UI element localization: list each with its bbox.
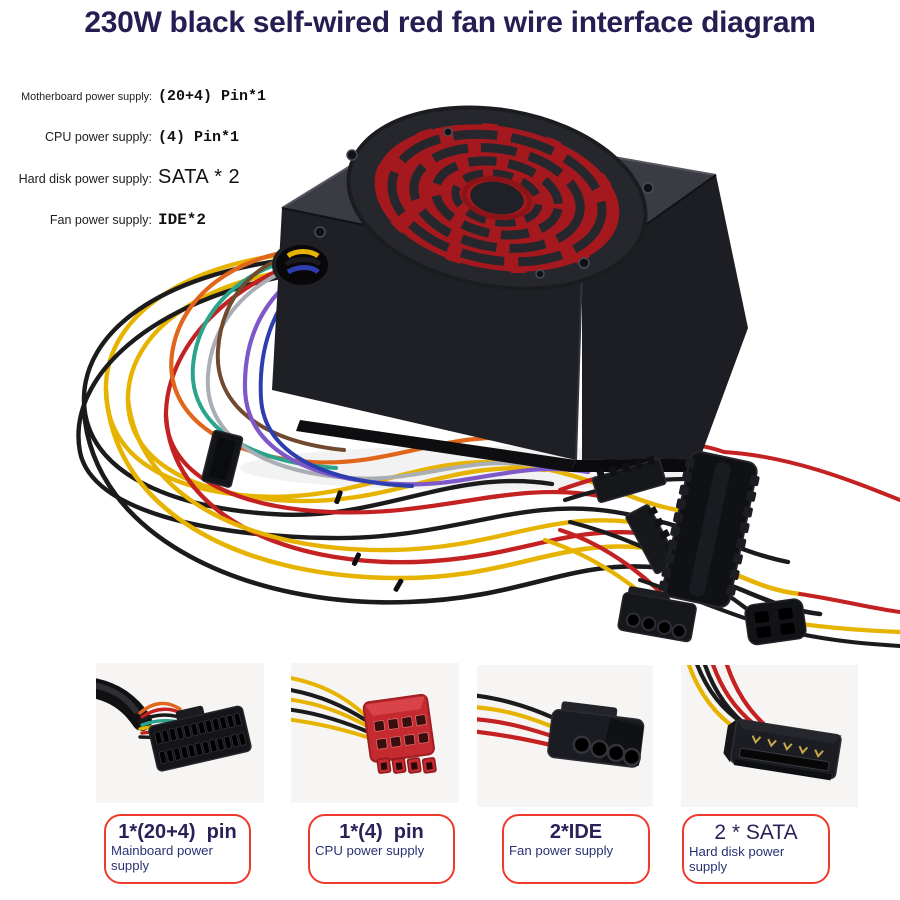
page-title: 230W black self-wired red fan wire inter… xyxy=(84,6,816,39)
sata-connector-edge xyxy=(201,429,244,488)
connector-label-cpu: 1*(4) pin CPU power supply xyxy=(308,814,455,884)
spec-row-fan: Fan power supply: IDE*2 xyxy=(0,211,266,229)
atx-24pin-connector-photo xyxy=(96,663,264,803)
connector-label-mainboard: 1*(20+4) pin Mainboard power supply xyxy=(104,814,251,884)
connector-heading: 1*(4) pin xyxy=(339,821,424,843)
spec-value: (20+4) Pin*1 xyxy=(158,88,267,105)
spec-value: SATA * 2 xyxy=(158,166,241,188)
psu-screws xyxy=(314,127,654,279)
psu-photo xyxy=(0,60,900,670)
spec-label: Fan power supply: xyxy=(49,213,152,227)
sata-connector-1 xyxy=(591,455,667,504)
atx-24pin-connector-main xyxy=(658,450,760,609)
spec-value: (4) Pin*1 xyxy=(158,129,240,146)
spec-row-hard-disk: Hard disk power supply: SATA * 2 xyxy=(0,166,266,189)
spec-row-motherboard: Motherboard power supply: (20+4) Pin*1 xyxy=(0,88,266,105)
ide-molex-connector-photo xyxy=(477,665,653,807)
connector-heading: 2 * SATA xyxy=(714,821,798,844)
spec-row-cpu: CPU power supply: (4) Pin*1 xyxy=(0,129,266,146)
spec-label: Hard disk power supply: xyxy=(18,172,152,186)
zip-ties xyxy=(334,490,404,592)
connector-caption: Hard disk power supply xyxy=(689,844,785,874)
small-4pin-connector-main xyxy=(744,598,807,646)
wire-grommet xyxy=(272,241,332,289)
sata-power-connector-photo xyxy=(681,665,858,807)
cpu-4pin-red-connector-photo xyxy=(291,663,459,803)
connector-caption: Mainboard power supply xyxy=(111,843,213,873)
connector-heading: 1*(20+4) pin xyxy=(118,821,237,843)
connector-caption: Fan power supply xyxy=(509,843,614,858)
spec-label: Motherboard power supply: xyxy=(21,91,152,103)
spec-list: Motherboard power supply: (20+4) Pin*1 C… xyxy=(0,88,266,251)
connector-caption: CPU power supply xyxy=(315,843,425,858)
molex-connector-main xyxy=(617,586,697,643)
psu-fan xyxy=(346,105,648,291)
connector-heading: 2*IDE xyxy=(549,821,603,843)
spec-value: IDE*2 xyxy=(158,211,207,229)
spec-label: CPU power supply: xyxy=(45,130,152,144)
wire-bundle xyxy=(76,247,900,648)
connector-label-fan: 2*IDE Fan power supply xyxy=(502,814,650,884)
connector-label-hard-disk: 2 * SATA Hard disk power supply xyxy=(682,814,830,884)
